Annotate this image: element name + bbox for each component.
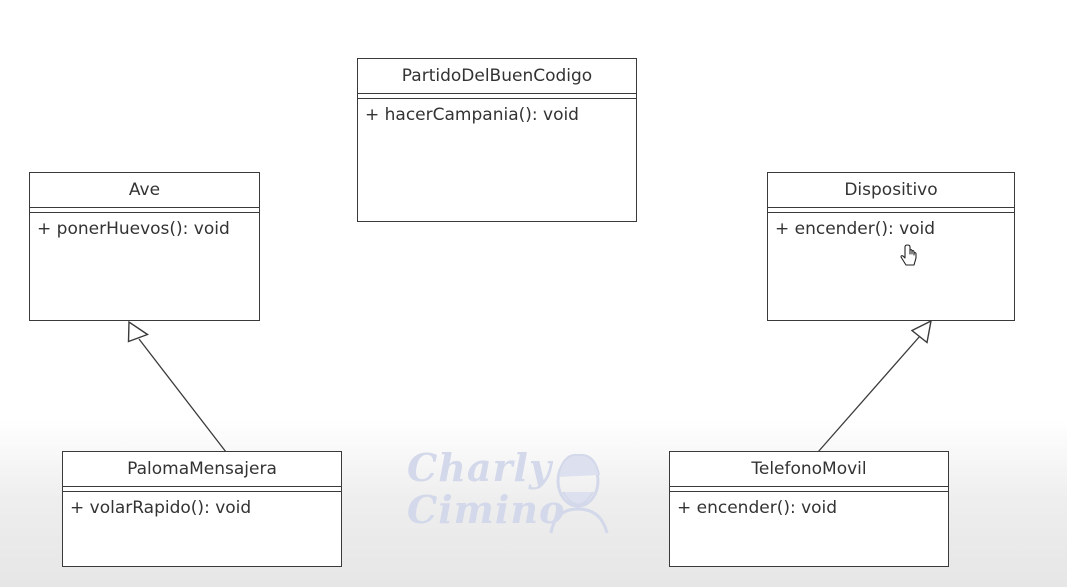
methods-compartment: + encender(): void [768, 213, 1014, 245]
class-method: + ponerHuevos(): void [37, 219, 230, 239]
class-method: + encender(): void [775, 219, 936, 239]
inheritance-arrowhead-icon [910, 319, 932, 344]
methods-compartment: + volarRapido(): void [63, 492, 341, 524]
attributes-compartment [30, 208, 259, 213]
attributes-compartment [768, 208, 1014, 213]
class-paloma-mensajera[interactable]: PalomaMensajera + volarRapido(): void [62, 451, 342, 567]
class-partido-del-buen-codigo[interactable]: PartidoDelBuenCodigo + hacerCampania(): … [357, 58, 637, 222]
class-name: PalomaMensajera [63, 452, 341, 487]
watermark-line2: Cimino [407, 487, 566, 532]
methods-compartment: + encender(): void [670, 492, 948, 524]
class-name: Ave [30, 173, 259, 208]
watermark-line1: Charly [407, 445, 553, 490]
generalization-telefono-to-dispositivo[interactable] [817, 319, 932, 453]
attributes-compartment [670, 487, 948, 492]
channel-watermark-logo: Charly Cimino [405, 445, 620, 540]
class-telefono-movil[interactable]: TelefonoMovil + encender(): void [669, 451, 949, 567]
attributes-compartment [63, 487, 341, 492]
class-ave[interactable]: Ave + ponerHuevos(): void [29, 172, 260, 321]
class-name: TelefonoMovil [670, 452, 948, 487]
inheritance-arrowhead-icon [127, 320, 150, 343]
generalization-paloma-to-ave[interactable] [127, 320, 227, 453]
class-method: + hacerCampania(): void [365, 105, 579, 125]
class-method: + encender(): void [677, 498, 838, 518]
methods-compartment: + ponerHuevos(): void [30, 213, 259, 245]
class-dispositivo[interactable]: Dispositivo + encender(): void [767, 172, 1015, 321]
attributes-compartment [358, 94, 636, 99]
class-name: PartidoDelBuenCodigo [358, 59, 636, 94]
hand-cursor-icon [900, 244, 917, 266]
class-name: Dispositivo [768, 173, 1014, 208]
methods-compartment: + hacerCampania(): void [358, 99, 636, 131]
class-method: + volarRapido(): void [70, 498, 252, 518]
avatar-icon [549, 453, 609, 534]
